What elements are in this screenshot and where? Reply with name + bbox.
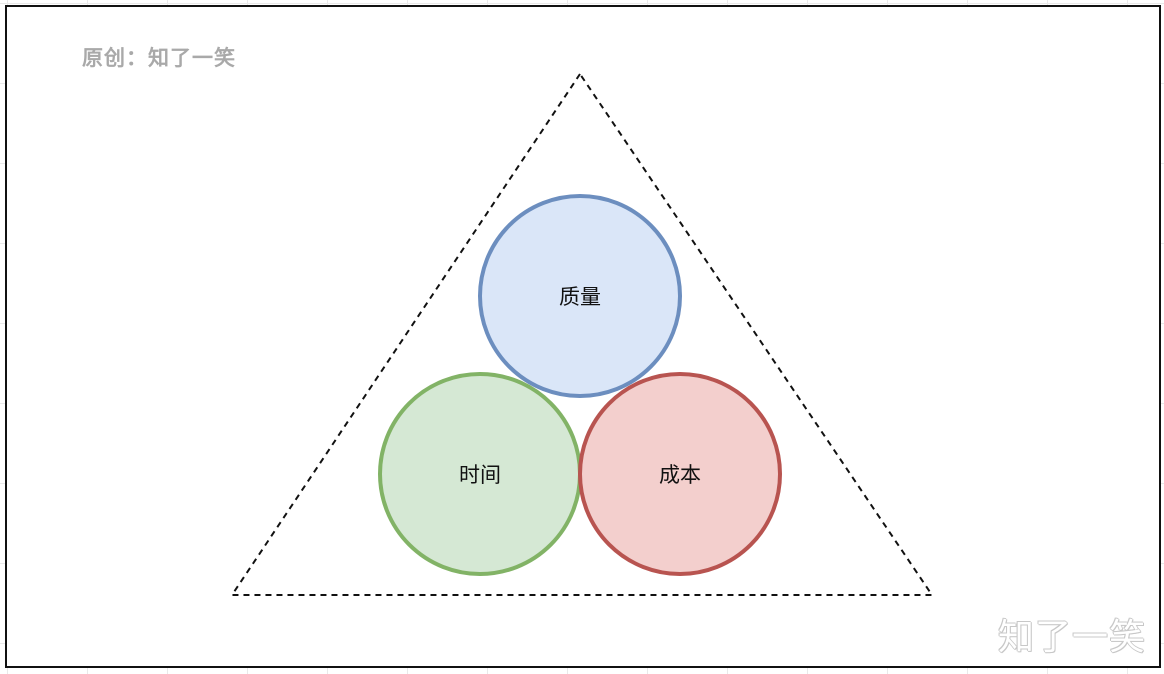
credit-label: 原创：知了一笑: [82, 46, 236, 70]
circle-quality-shape: [478, 194, 682, 398]
watermark-label: 知了一笑: [998, 617, 1147, 658]
circle-quality: 质量: [478, 194, 682, 398]
circle-time: 时间: [378, 372, 582, 576]
circle-time-label: 时间: [459, 463, 501, 487]
circle-quality-label: 质量: [559, 285, 601, 309]
dashed-triangle: [230, 72, 934, 596]
circle-cost: 成本: [578, 372, 782, 576]
circle-cost-shape: [578, 372, 782, 576]
circle-cost-label: 成本: [659, 463, 701, 487]
